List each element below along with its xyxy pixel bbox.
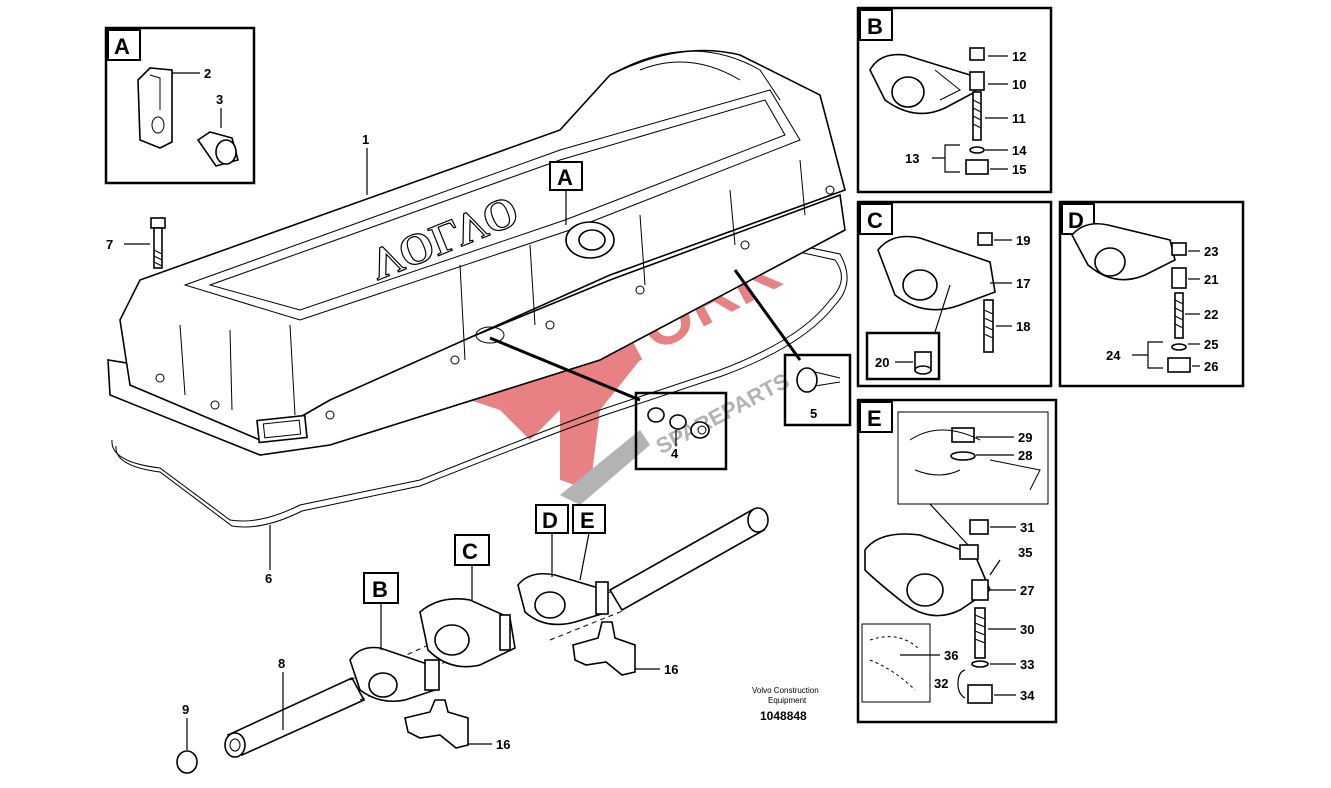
tag-A-main <box>549 161 583 191</box>
panel-A-letter: A <box>114 34 130 59</box>
tag-C-main: C <box>462 539 478 564</box>
panel-E-part-32: 32 <box>934 676 948 691</box>
panel-E-part-27: 27 <box>1020 583 1034 598</box>
tag-E-main: E <box>580 508 595 533</box>
panel-D-part-21: 21 <box>1204 272 1218 287</box>
panel-E-part-34: 34 <box>1020 688 1035 703</box>
panel-C-part-20: 20 <box>875 355 889 370</box>
rocker-arm-D-icon <box>517 572 609 626</box>
callout-9: 9 <box>182 702 189 717</box>
panel-A-part-3: 3 <box>216 92 223 107</box>
pin-20-icon <box>914 351 932 375</box>
panel-D <box>1058 200 1245 388</box>
panel-E-letter: E <box>867 406 882 431</box>
panel-D-part-24: 24 <box>1106 348 1121 363</box>
adjust-screw-D-icon <box>1167 242 1191 373</box>
rocker-arm-E-detail-icon <box>864 533 991 617</box>
panel-E-part-29: 29 <box>1018 430 1032 445</box>
panel-E <box>856 398 1058 724</box>
panel-B <box>856 6 1053 194</box>
panel-E-part-31: 31 <box>1020 520 1034 535</box>
panel-D-part-26: 26 <box>1204 359 1218 374</box>
callout-1: 1 <box>362 132 369 147</box>
panel-B-letter: B <box>867 14 883 39</box>
panel-D-letter: D <box>1068 208 1084 233</box>
tag-B-main: B <box>372 577 388 602</box>
callout-5: 5 <box>810 406 817 421</box>
valve-cover: VOLVO <box>107 49 848 528</box>
rocker-arm-D-detail-icon <box>1071 222 1176 281</box>
panel-D-part-25: 25 <box>1204 337 1218 352</box>
panel-E-part-33: 33 <box>1020 657 1034 672</box>
panel-B-part-11: 11 <box>1012 111 1026 126</box>
bolt-29-icon <box>909 427 1041 491</box>
bracket-2-icon <box>137 67 173 149</box>
adjust-screw-E-icon <box>967 519 993 704</box>
plug-5-icon <box>796 367 841 393</box>
panel-E-part-35: 35 <box>1018 545 1032 560</box>
tag-D-main: D <box>542 508 558 533</box>
panel-B-part-14: 14 <box>1012 143 1027 158</box>
panel-C-part-17: 17 <box>1016 276 1030 291</box>
valve-bridge-16b-icon <box>572 621 636 676</box>
company-line-2: Equipment <box>768 696 807 705</box>
panel-E-part-28: 28 <box>1018 448 1032 463</box>
document-number: 1048848 <box>760 709 807 723</box>
panel-B-part-15: 15 <box>1012 162 1026 177</box>
callout-4: 4 <box>671 446 679 461</box>
panel-C-part-19: 19 <box>1016 233 1030 248</box>
panel-E-part-36: 36 <box>944 648 958 663</box>
callout-6: 6 <box>265 571 272 586</box>
rocker-arm-C-icon <box>419 598 516 668</box>
panel-B-part-13: 13 <box>905 151 919 166</box>
valve-bridge-16a-icon <box>404 699 469 749</box>
callout-16b: 16 <box>664 662 678 677</box>
panel-A-part-2: 2 <box>204 66 211 81</box>
detail-5-box <box>783 353 852 427</box>
seal-washer-4-icon <box>647 407 710 439</box>
callout-16a: 16 <box>496 737 510 752</box>
callout-7: 7 <box>106 237 113 252</box>
panel-C-part-18: 18 <box>1016 319 1030 334</box>
bolt-7-icon <box>150 217 166 269</box>
panel-D-part-22: 22 <box>1204 307 1218 322</box>
adjust-screw-C-icon <box>977 232 994 353</box>
plug-9-icon <box>176 750 198 774</box>
rocker-arm-B-icon <box>349 646 440 703</box>
callout-8: 8 <box>278 656 285 671</box>
panel-B-part-12: 12 <box>1012 49 1026 64</box>
company-line-1: Volvo Construction <box>752 686 819 695</box>
rocker-arm-C-detail-icon <box>877 235 996 311</box>
panel-D-part-23: 23 <box>1204 244 1218 259</box>
panel-C-letter: C <box>867 208 883 233</box>
panel-A <box>104 26 256 185</box>
panel-C <box>856 200 1053 388</box>
tag-A-main-letter: A <box>557 165 573 190</box>
rocker-arm-B-detail-icon <box>869 53 976 115</box>
panel-E-part-30: 30 <box>1020 622 1034 637</box>
sleeve-3-icon <box>196 131 239 167</box>
panel-B-part-10: 10 <box>1012 77 1026 92</box>
detail-4-box <box>634 391 728 471</box>
adjust-screw-B-icon <box>965 47 989 175</box>
